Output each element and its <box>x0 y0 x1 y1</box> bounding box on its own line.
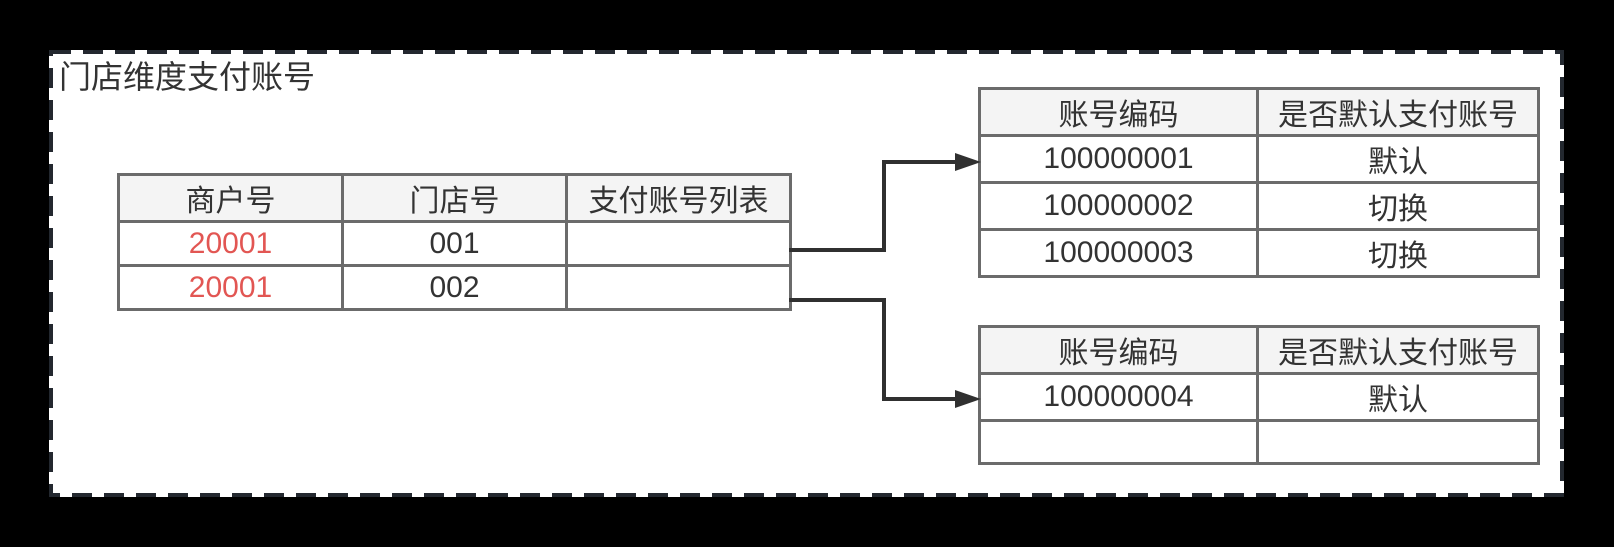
column-header-account-code: 账号编码 <box>978 87 1259 137</box>
cell-default-flag <box>1256 419 1540 465</box>
table-row: 20001 001 <box>117 220 792 267</box>
cell-account-code: 100000003 <box>978 228 1259 278</box>
cell-account-code: 100000001 <box>978 134 1259 184</box>
column-header-payment-account-list: 支付账号列表 <box>565 173 792 223</box>
merchant-store-table: 商户号 门店号 支付账号列表 20001 001 20001 002 <box>117 173 792 311</box>
cell-payment-account-list <box>565 220 792 267</box>
column-header-store-id: 门店号 <box>341 173 568 223</box>
cell-account-code: 100000002 <box>978 181 1259 231</box>
account-table-store-002: 账号编码 是否默认支付账号 100000004 默认 <box>978 325 1540 465</box>
column-header-default-flag: 是否默认支付账号 <box>1256 325 1540 375</box>
cell-account-code: 100000004 <box>978 372 1259 422</box>
table-row: 100000002 切换 <box>978 181 1540 231</box>
cell-account-code <box>978 419 1259 465</box>
table-header-row: 商户号 门店号 支付账号列表 <box>117 173 792 223</box>
table-row: 100000001 默认 <box>978 134 1540 184</box>
table-header-row: 账号编码 是否默认支付账号 <box>978 87 1540 137</box>
cell-default-flag: 切换 <box>1256 228 1540 278</box>
cell-default-flag: 默认 <box>1256 134 1540 184</box>
table-row: 100000004 默认 <box>978 372 1540 422</box>
cell-merchant-id: 20001 <box>117 220 344 267</box>
page-title: 门店维度支付账号 <box>59 59 316 95</box>
column-header-default-flag: 是否默认支付账号 <box>1256 87 1540 137</box>
table-header-row: 账号编码 是否默认支付账号 <box>978 325 1540 375</box>
cell-payment-account-list <box>565 264 792 311</box>
cell-merchant-id: 20001 <box>117 264 344 311</box>
column-header-merchant-id: 商户号 <box>117 173 344 223</box>
table-row: 20001 002 <box>117 264 792 311</box>
table-row <box>978 419 1540 465</box>
cell-default-flag: 切换 <box>1256 181 1540 231</box>
account-table-store-001: 账号编码 是否默认支付账号 100000001 默认 100000002 切换 … <box>978 87 1540 278</box>
cell-store-id: 001 <box>341 220 568 267</box>
cell-store-id: 002 <box>341 264 568 311</box>
table-row: 100000003 切换 <box>978 228 1540 278</box>
cell-default-flag: 默认 <box>1256 372 1540 422</box>
column-header-account-code: 账号编码 <box>978 325 1259 375</box>
